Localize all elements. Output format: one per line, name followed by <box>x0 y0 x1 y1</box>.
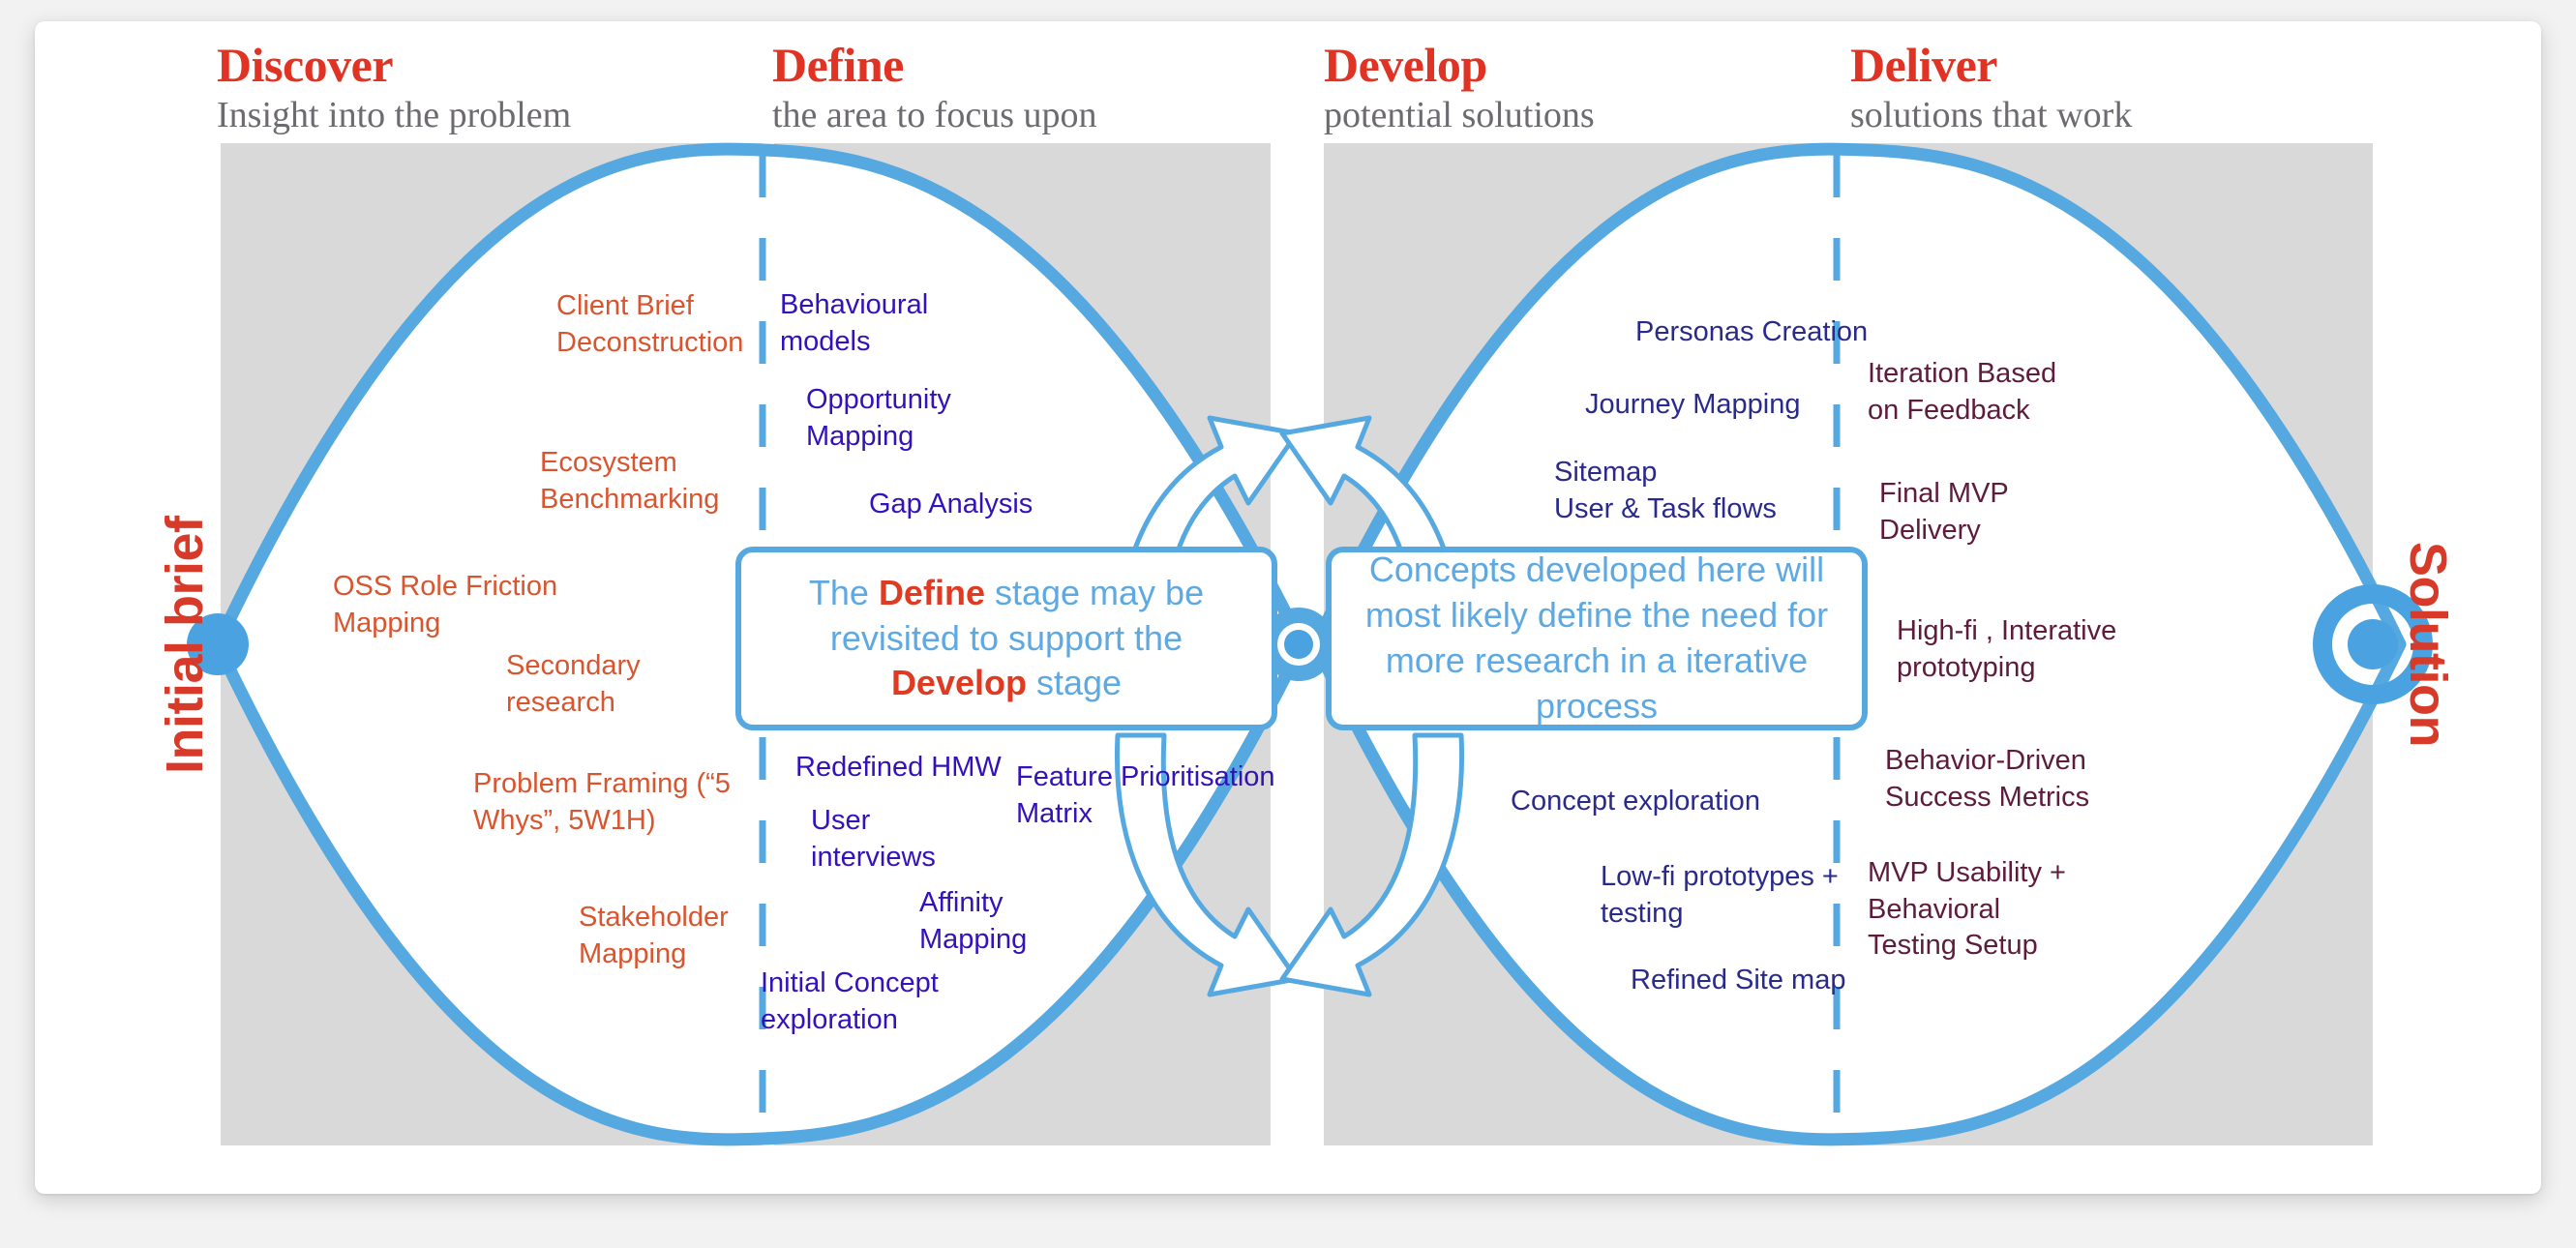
stage-heading-discover: Discover Insight into the problem <box>217 41 571 137</box>
item-deliver-0: Iteration Based on Feedback <box>1868 358 2057 426</box>
item-define-3: Redefined HMW <box>795 752 1002 783</box>
item-define-5: User interviews <box>811 805 936 873</box>
item-deliver-1: Final MVP Delivery <box>1879 478 2009 546</box>
item-discover-3: Secondary research <box>506 650 641 718</box>
item-develop-3: Concept exploration <box>1511 786 1760 817</box>
item-define-0: Behavioural models <box>780 289 929 357</box>
callout-define-develop: The Define stage may be revisited to sup… <box>735 547 1277 730</box>
item-discover-1: Ecosystem Benchmarking <box>540 447 720 515</box>
item-develop-2: Sitemap User & Task flows <box>1554 457 1777 524</box>
stage-title-discover: Discover <box>217 38 394 92</box>
item-define-4: Feature Prioritisation Matrix <box>1016 761 1275 829</box>
item-discover-0: Client Brief Deconstruction <box>556 290 744 358</box>
item-deliver-2: High-fi , Interative prototyping <box>1897 615 2117 683</box>
item-develop-4: Low-fi prototypes + testing <box>1601 861 1839 929</box>
stage-heading-deliver: Deliver solutions that work <box>1850 41 2132 137</box>
item-define-7: Initial Concept exploration <box>761 967 939 1035</box>
item-discover-2: OSS Role Friction Mapping <box>333 571 558 639</box>
stage-heading-develop: Develop potential solutions <box>1324 41 1595 137</box>
item-develop-5: Refined Site map <box>1631 965 1846 995</box>
item-deliver-3: Behavior-Driven Success Metrics <box>1885 745 2090 813</box>
stage-heading-define: Define the area to focus upon <box>772 41 1097 137</box>
stage-title-develop: Develop <box>1324 38 1487 92</box>
callout-left-part1: The <box>808 572 879 612</box>
callout-concepts-iterative: Concepts developed here will most likely… <box>1326 547 1868 730</box>
callout-left-emphasis-develop: Develop <box>890 663 1027 703</box>
item-develop-0: Personas Creation <box>1635 316 1869 347</box>
item-define-1: Opportunity Mapping <box>806 384 951 452</box>
callout-right-text: Concepts developed here will most likely… <box>1364 550 1829 726</box>
callout-left-part2: stage may be revisited to support the <box>829 572 1205 658</box>
item-define-6: Affinity Mapping <box>919 887 1028 955</box>
item-define-2: Gap Analysis <box>869 489 1033 520</box>
stage-title-deliver: Deliver <box>1850 38 1997 92</box>
item-discover-4: Problem Framing (“5 Whys”, 5W1H) <box>473 768 731 836</box>
stage-subtitle-discover: Insight into the problem <box>217 95 572 135</box>
initial-brief-label: Initial brief <box>156 516 214 774</box>
callout-left-part3: stage <box>1026 663 1123 703</box>
solution-label: Solution <box>2399 542 2457 747</box>
callout-left-text: The Define stage may be revisited to sup… <box>766 571 1246 706</box>
stage-subtitle-develop: potential solutions <box>1324 95 1595 135</box>
item-deliver-4: MVP Usability + Behavioral Testing Setup <box>1868 857 2066 962</box>
stage-subtitle-define: the area to focus upon <box>772 95 1097 135</box>
item-develop-1: Journey Mapping <box>1585 389 1801 420</box>
item-discover-5: Stakeholder Mapping <box>579 902 729 969</box>
callout-left-emphasis-define: Define <box>878 572 985 612</box>
stage-subtitle-deliver: solutions that work <box>1850 95 2133 135</box>
stage-title-define: Define <box>772 38 904 92</box>
